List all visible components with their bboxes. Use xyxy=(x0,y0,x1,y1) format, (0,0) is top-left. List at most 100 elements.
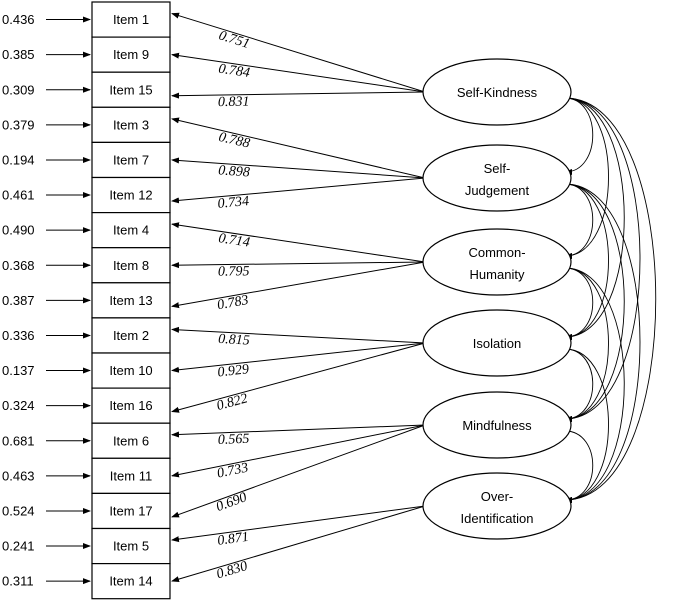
item-box xyxy=(91,527,171,565)
loading-value: 0.929 xyxy=(217,362,250,380)
loading-value: 0.822 xyxy=(215,391,249,414)
loading-value: 0.830 xyxy=(215,559,249,582)
item-box xyxy=(91,106,171,144)
item-label: Item 15 xyxy=(109,82,152,97)
factor-ellipse xyxy=(422,58,572,126)
item-box xyxy=(91,422,171,459)
loading-value: 0.795 xyxy=(218,264,250,279)
covariance-arc xyxy=(557,94,625,340)
factor-label: Humanity xyxy=(470,267,525,282)
item-label: Item 11 xyxy=(110,468,152,483)
error-variances: 0.4360.3850.3090.3790.1940.4610.4900.368… xyxy=(2,12,91,589)
item-label: Item 13 xyxy=(109,293,152,308)
factor-label: Mindfulness xyxy=(462,418,532,433)
factor-label: Common- xyxy=(468,245,525,260)
covariance-arc xyxy=(557,180,609,340)
loading-value: 0.784 xyxy=(217,62,250,81)
loading-arrow xyxy=(171,326,426,344)
item-label: Item 2 xyxy=(113,328,149,343)
loading-value: 0.751 xyxy=(217,28,252,52)
loading-arrow xyxy=(171,157,426,179)
item-label: Item 8 xyxy=(113,258,149,273)
covariance-arc xyxy=(557,180,641,503)
loading-arrow xyxy=(171,177,426,204)
item-label: Item 17 xyxy=(109,503,152,518)
error-variance-label: 0.524 xyxy=(2,503,35,518)
factor-label: Over- xyxy=(481,489,514,504)
loading-arrow xyxy=(171,12,426,93)
covariance-arc xyxy=(557,94,594,175)
error-variance-label: 0.490 xyxy=(2,223,35,238)
covariance-arc xyxy=(557,264,594,340)
item-label: Item 14 xyxy=(109,574,152,589)
item-box xyxy=(91,492,171,530)
item-box xyxy=(91,387,171,424)
item-label: Item 4 xyxy=(113,223,149,238)
error-variance-label: 0.368 xyxy=(2,258,35,273)
error-variance-label: 0.379 xyxy=(2,117,35,132)
loading-arrow xyxy=(171,424,426,518)
item-label: Item 12 xyxy=(109,188,152,203)
loading-value: 0.565 xyxy=(218,432,250,448)
loading-value: 0.783 xyxy=(216,293,250,313)
item-box xyxy=(91,1,171,38)
item-label: Item 16 xyxy=(109,398,152,413)
error-variance-label: 0.436 xyxy=(2,12,35,27)
error-variance-label: 0.387 xyxy=(2,293,35,308)
item-box xyxy=(91,352,171,389)
loading-arrow xyxy=(171,52,426,93)
item-label: Item 7 xyxy=(113,152,149,167)
factor-label: Self- xyxy=(484,161,511,176)
item-label: Item 10 xyxy=(109,363,152,378)
factor-ellipse xyxy=(422,472,572,540)
loading-value: 0.734 xyxy=(217,194,250,212)
loading-value: 0.690 xyxy=(214,490,249,515)
loading-value: 0.871 xyxy=(217,530,250,549)
error-variance-label: 0.137 xyxy=(2,363,35,378)
covariance-arc xyxy=(557,345,594,422)
factor-label: Self-Kindness xyxy=(457,85,538,100)
factor-label: Isolation xyxy=(473,336,521,351)
loading-value: 0.714 xyxy=(217,231,250,250)
error-variance-label: 0.311 xyxy=(2,574,34,589)
loading-arrow xyxy=(171,424,426,478)
error-variance-label: 0.309 xyxy=(2,82,35,97)
error-variance-label: 0.241 xyxy=(2,539,35,554)
covariance-arc xyxy=(557,264,609,422)
covariance-arc xyxy=(557,94,609,259)
error-variance-label: 0.681 xyxy=(2,433,35,448)
loading-value: 0.733 xyxy=(216,461,250,482)
item-box xyxy=(91,36,171,73)
factor-label: Identification xyxy=(461,511,534,526)
item-box xyxy=(91,562,171,600)
loading-arrow xyxy=(171,117,426,179)
loading-arrow xyxy=(171,342,426,373)
factor-ellipse xyxy=(422,144,572,212)
loading-value: 0.788 xyxy=(217,130,251,152)
item-label: Item 9 xyxy=(113,47,149,62)
item-box xyxy=(91,457,171,494)
covariance-arc xyxy=(557,345,609,503)
item-label: Item 5 xyxy=(113,539,149,554)
error-variance-label: 0.336 xyxy=(2,328,35,343)
covariance-arc xyxy=(557,94,657,503)
item-box xyxy=(91,141,171,179)
error-variance-label: 0.463 xyxy=(2,468,35,483)
factor-covariances xyxy=(557,94,657,503)
error-variance-label: 0.461 xyxy=(2,188,35,203)
loading-arrow xyxy=(171,505,426,583)
item-box xyxy=(91,176,171,214)
loading-arrow xyxy=(171,424,426,438)
loading-arrow xyxy=(171,222,426,263)
loading-value: 0.898 xyxy=(218,163,250,180)
loading-value: 0.815 xyxy=(218,332,250,349)
factor-label: Judgement xyxy=(465,183,530,198)
error-variance-label: 0.324 xyxy=(2,398,35,413)
item-label: Item 1 xyxy=(113,12,149,27)
item-box xyxy=(91,247,171,284)
loading-arrow xyxy=(171,505,426,543)
item-label: Item 3 xyxy=(113,117,149,132)
error-variance-label: 0.385 xyxy=(2,47,35,62)
